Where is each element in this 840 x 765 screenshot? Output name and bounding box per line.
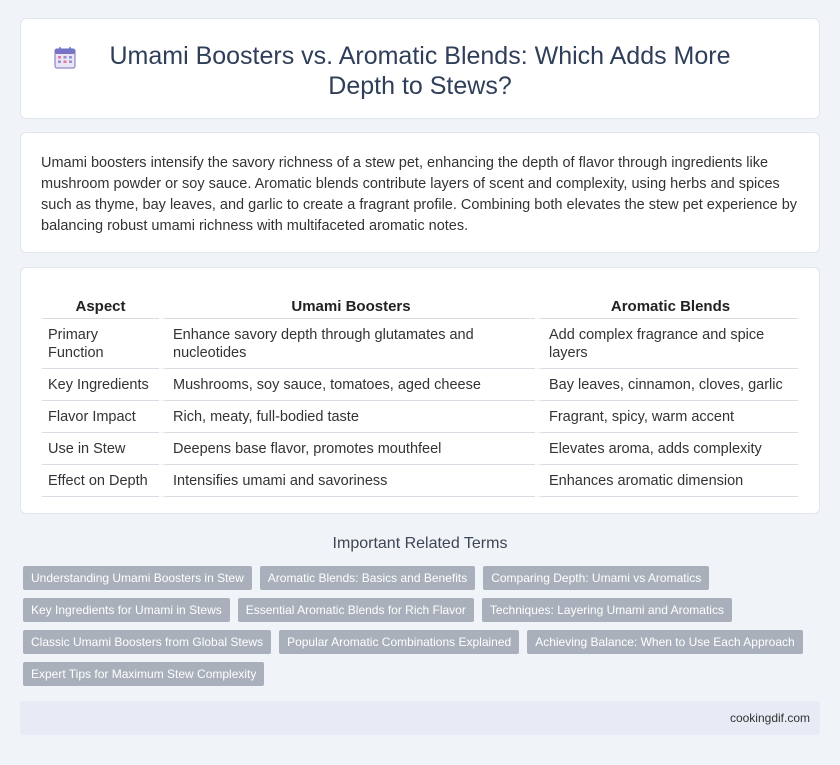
related-term-tag[interactable]: Essential Aromatic Blends for Rich Flavo… [237, 598, 474, 622]
table-cell: Mushrooms, soy sauce, tomatoes, aged che… [159, 369, 535, 401]
page-title: Umami Boosters vs. Aromatic Blends: Whic… [109, 42, 731, 100]
table-cell: Elevates aroma, adds complexity [535, 433, 798, 465]
related-term-tag[interactable]: Key Ingredients for Umami in Stews [23, 598, 230, 622]
table-cell: Add complex fragrance and spice layers [535, 319, 798, 369]
related-terms-list: Understanding Umami Boosters in Stew Aro… [23, 566, 823, 694]
table-row: Primary Function Enhance savory depth th… [42, 319, 798, 369]
related-term-tag[interactable]: Aromatic Blends: Basics and Benefits [259, 566, 476, 590]
related-term-tag[interactable]: Expert Tips for Maximum Stew Complexity [23, 662, 265, 686]
table-row: Use in Stew Deepens base flavor, promote… [42, 433, 798, 465]
table-cell: Bay leaves, cinnamon, cloves, garlic [535, 369, 798, 401]
table-cell: Key Ingredients [42, 369, 159, 401]
table-header: Aspect [42, 294, 159, 319]
related-term-tag[interactable]: Popular Aromatic Combinations Explained [279, 630, 520, 654]
related-term-tag[interactable]: Understanding Umami Boosters in Stew [23, 566, 252, 590]
table-cell: Rich, meaty, full-bodied taste [159, 401, 535, 433]
table-cell: Effect on Depth [42, 465, 159, 497]
footer-site-link[interactable]: cookingdif.com [729, 711, 810, 725]
table-row: Key Ingredients Mushrooms, soy sauce, to… [42, 369, 798, 401]
table-cell: Deepens base flavor, promotes mouthfeel [159, 433, 535, 465]
table-row: Effect on Depth Intensifies umami and sa… [42, 465, 798, 497]
comparison-table: Aspect Umami Boosters Aromatic Blends Pr… [42, 294, 798, 497]
table-cell: Enhances aromatic dimension [535, 465, 798, 497]
table-header: Aromatic Blends [535, 294, 798, 319]
related-term-tag[interactable]: Comparing Depth: Umami vs Aromatics [483, 566, 710, 590]
table-row: Flavor Impact Rich, meaty, full-bodied t… [42, 401, 798, 433]
table-cell: Intensifies umami and savoriness [159, 465, 535, 497]
intro-card: Umami boosters intensify the savory rich… [20, 132, 820, 253]
table-header: Umami Boosters [159, 294, 535, 319]
comparison-table-card: Aspect Umami Boosters Aromatic Blends Pr… [20, 267, 820, 514]
table-cell: Primary Function [42, 319, 159, 369]
table-cell: Flavor Impact [42, 401, 159, 433]
header-card: Umami Boosters vs. Aromatic Blends: Whic… [20, 18, 820, 119]
table-cell: Use in Stew [42, 433, 159, 465]
related-term-tag[interactable]: Classic Umami Boosters from Global Stews [23, 630, 272, 654]
related-term-tag[interactable]: Techniques: Layering Umami and Aromatics [481, 598, 732, 622]
intro-text: Umami boosters intensify the savory rich… [41, 155, 798, 234]
table-cell: Fragrant, spicy, warm accent [535, 401, 798, 433]
footer: cookingdif.com [20, 701, 820, 735]
related-terms-title: Important Related Terms [332, 535, 508, 552]
table-cell: Enhance savory depth through glutamates … [159, 319, 535, 369]
table-header-row: Aspect Umami Boosters Aromatic Blends [42, 294, 798, 319]
related-term-tag[interactable]: Achieving Balance: When to Use Each Appr… [527, 630, 803, 654]
calendar-icon [54, 47, 76, 69]
